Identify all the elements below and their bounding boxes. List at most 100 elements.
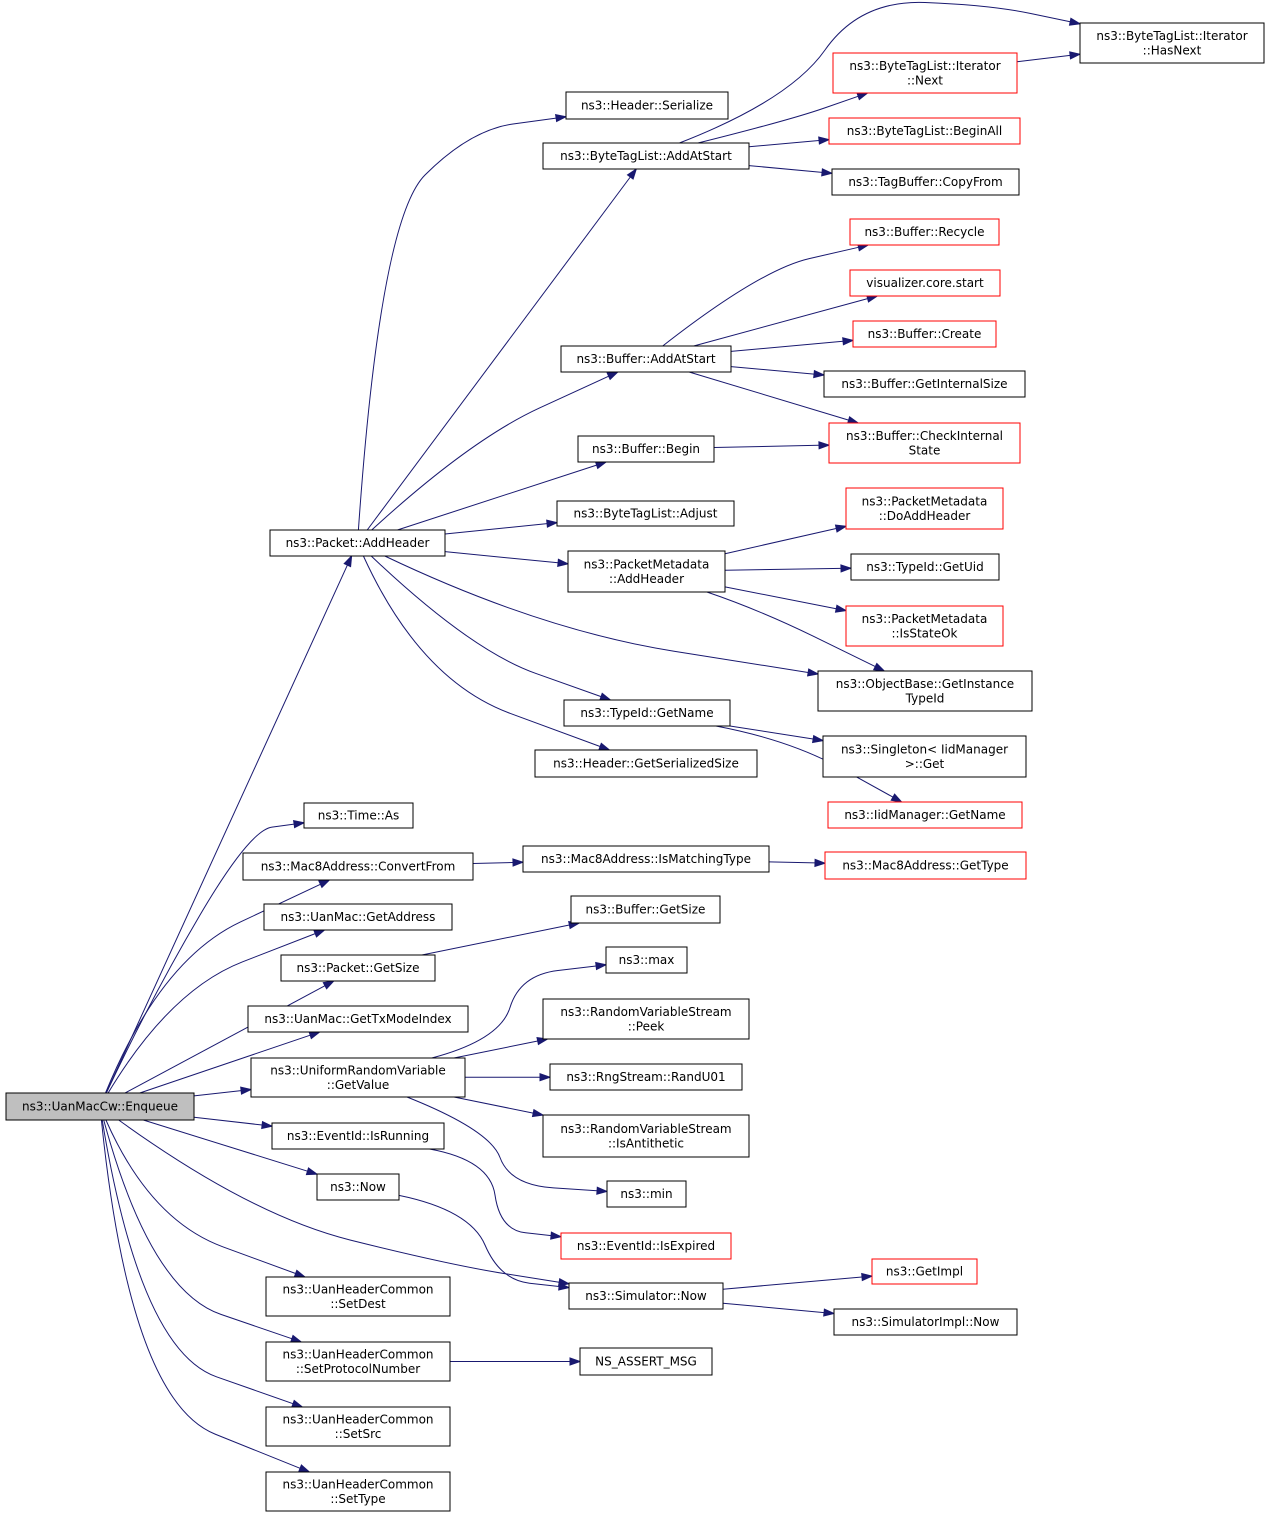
arrowhead — [1068, 17, 1082, 26]
node-box — [822, 735, 1027, 778]
node-iterNext[interactable]: ns3::ByteTagList::Iterator::Next — [832, 52, 1018, 94]
node-isMatchingType[interactable]: ns3::Mac8Address::IsMatchingType — [522, 845, 770, 873]
node-bufCreate[interactable]: ns3::Buffer::Create — [852, 320, 997, 348]
arrowhead — [293, 1269, 307, 1278]
node-box — [849, 218, 1000, 246]
arrowhead — [861, 1272, 874, 1282]
edge-enqueue-to-isRunning — [193, 1116, 274, 1130]
edge-addHeader-to-bufBegin — [397, 461, 608, 531]
node-label: ns3::UanHeaderCommon — [282, 1283, 433, 1297]
node-label: ns3::EventId::IsRunning — [287, 1129, 429, 1143]
node-label: ns3::GetImpl — [886, 1265, 963, 1279]
edge-simNow-to-simImplNow — [722, 1302, 836, 1317]
node-setSrc[interactable]: ns3::UanHeaderCommon::SetSrc — [265, 1406, 451, 1447]
node-label: ns3::IidManager::GetName — [844, 808, 1005, 822]
node-label: ::AddHeader — [609, 572, 684, 586]
node-now[interactable]: ns3::Now — [316, 1173, 400, 1201]
edge-enqueue-to-convertFrom — [105, 879, 331, 1094]
node-box — [849, 269, 1001, 297]
node-bufAddAtStart[interactable]: ns3::Buffer::AddAtStart — [560, 345, 732, 373]
node-box — [549, 1063, 743, 1091]
node-tagCopyFrom[interactable]: ns3::TagBuffer::CopyFrom — [831, 168, 1020, 196]
node-box — [833, 1308, 1018, 1336]
node-min[interactable]: ns3::min — [606, 1180, 687, 1208]
node-label: >::Get — [905, 757, 945, 771]
node-typeIdGetName[interactable]: ns3::TypeId::GetName — [563, 699, 731, 727]
node-btlAdjust[interactable]: ns3::ByteTagList::Adjust — [556, 500, 735, 527]
node-simImplNow[interactable]: ns3::SimulatorImpl::Now — [833, 1308, 1018, 1336]
arrowhead — [813, 369, 826, 379]
arrowhead — [596, 1186, 609, 1195]
node-vizStart[interactable]: visualizer.core.start — [849, 269, 1001, 297]
node-singletonGet[interactable]: ns3::Singleton< IidManager>::Get — [822, 735, 1027, 778]
node-convertFrom[interactable]: ns3::Mac8Address::ConvertFrom — [242, 852, 474, 881]
node-simNow[interactable]: ns3::Simulator::Now — [568, 1282, 724, 1310]
node-label: ns3::PacketMetadata — [862, 494, 988, 508]
node-isExpired[interactable]: ns3::EventId::IsExpired — [560, 1232, 732, 1260]
node-addHeader[interactable]: ns3::Packet::AddHeader — [269, 529, 446, 557]
node-pmIsStateOk[interactable]: ns3::PacketMetadata::IsStateOk — [845, 605, 1004, 647]
edge-setProto-to-nsAssert — [450, 1357, 582, 1366]
node-rvsAnti[interactable]: ns3::RandomVariableStream::IsAntithetic — [542, 1114, 750, 1158]
node-label: ns3::ByteTagList::AddAtStart — [560, 149, 732, 163]
node-setProto[interactable]: ns3::UanHeaderCommon::SetProtocolNumber — [265, 1341, 451, 1382]
node-pmDoAdd[interactable]: ns3::PacketMetadata::DoAddHeader — [845, 487, 1004, 530]
node-urvGetValue[interactable]: ns3::UniformRandomVariable::GetValue — [250, 1057, 466, 1098]
node-getAddress[interactable]: ns3::UanMac::GetAddress — [263, 903, 453, 931]
node-setDest[interactable]: ns3::UanHeaderCommon::SetDest — [265, 1276, 451, 1317]
edge-urvGetValue-to-max — [431, 961, 608, 1059]
arrowhead — [814, 858, 827, 868]
node-box — [570, 895, 721, 924]
node-bufInternal[interactable]: ns3::Buffer::GetInternalSize — [823, 370, 1026, 398]
node-btlAddAtStart[interactable]: ns3::ByteTagList::AddAtStart — [542, 142, 750, 170]
node-getImpl[interactable]: ns3::GetImpl — [871, 1258, 978, 1285]
node-bufBegin[interactable]: ns3::Buffer::Begin — [577, 435, 715, 463]
arrowhead — [856, 92, 870, 101]
node-label: ::GetValue — [327, 1078, 389, 1092]
node-box — [845, 487, 1004, 530]
node-label: ns3::Time::As — [318, 809, 400, 823]
edge-isRunning-to-isExpired — [429, 1148, 563, 1240]
node-box — [577, 435, 715, 463]
node-isRunning[interactable]: ns3::EventId::IsRunning — [271, 1122, 445, 1150]
node-box — [560, 1232, 732, 1260]
node-box — [522, 845, 770, 873]
node-pmAddHeader[interactable]: ns3::PacketMetadata::AddHeader — [567, 550, 726, 593]
node-bufRecycle[interactable]: ns3::Buffer::Recycle — [849, 218, 1000, 246]
node-btlBeginAll[interactable]: ns3::ByteTagList::BeginAll — [828, 117, 1021, 145]
node-box — [316, 1173, 400, 1201]
node-timeAs[interactable]: ns3::Time::As — [303, 802, 414, 829]
node-box — [269, 529, 446, 557]
arrowhead — [818, 136, 831, 145]
node-getTxMode[interactable]: ns3::UanMac::GetTxModeIndex — [247, 1005, 469, 1033]
node-rvsPeek[interactable]: ns3::RandomVariableStream::Peek — [542, 998, 750, 1040]
node-randU01[interactable]: ns3::RngStream::RandU01 — [549, 1063, 743, 1091]
node-label: ns3::TypeId::GetUid — [866, 560, 984, 574]
edge-pmAddHeader-to-pmIsStateOk — [724, 586, 848, 613]
edge-addHeader-to-pmAddHeader — [444, 551, 570, 567]
arrowhead — [343, 554, 353, 568]
arrowhead — [531, 1108, 545, 1118]
edge-now-to-simNow — [398, 1194, 571, 1291]
node-pktGetSize[interactable]: ns3::Packet::GetSize — [280, 954, 436, 982]
node-max[interactable]: ns3::max — [605, 946, 688, 974]
node-nsAssert[interactable]: NS_ASSERT_MSG — [579, 1347, 713, 1376]
node-iterHasNext[interactable]: ns3::ByteTagList::Iterator::HasNext — [1079, 22, 1265, 64]
node-mac8GetType[interactable]: ns3::Mac8Address::GetType — [824, 851, 1027, 880]
node-box — [265, 1406, 451, 1447]
node-enqueue[interactable]: ns3::UanMacCw::Enqueue — [5, 1092, 195, 1121]
node-typeIdGetUid[interactable]: ns3::TypeId::GetUid — [850, 553, 1000, 581]
node-setType[interactable]: ns3::UanHeaderCommon::SetType — [265, 1471, 451, 1512]
node-label: ns3::Buffer::Recycle — [864, 225, 984, 239]
node-hdrSerialize[interactable]: ns3::Header::Serialize — [565, 91, 729, 120]
node-bufGetSize[interactable]: ns3::Buffer::GetSize — [570, 895, 721, 924]
node-label: ns3::Mac8Address::IsMatchingType — [541, 852, 751, 866]
node-iidGetName[interactable]: ns3::IidManager::GetName — [827, 801, 1023, 829]
node-label: ns3::UniformRandomVariable — [270, 1064, 446, 1078]
node-box — [565, 91, 729, 120]
node-box — [250, 1057, 466, 1098]
node-hdrGetSerSize[interactable]: ns3::Header::GetSerializedSize — [534, 749, 758, 778]
node-box — [831, 168, 1020, 196]
